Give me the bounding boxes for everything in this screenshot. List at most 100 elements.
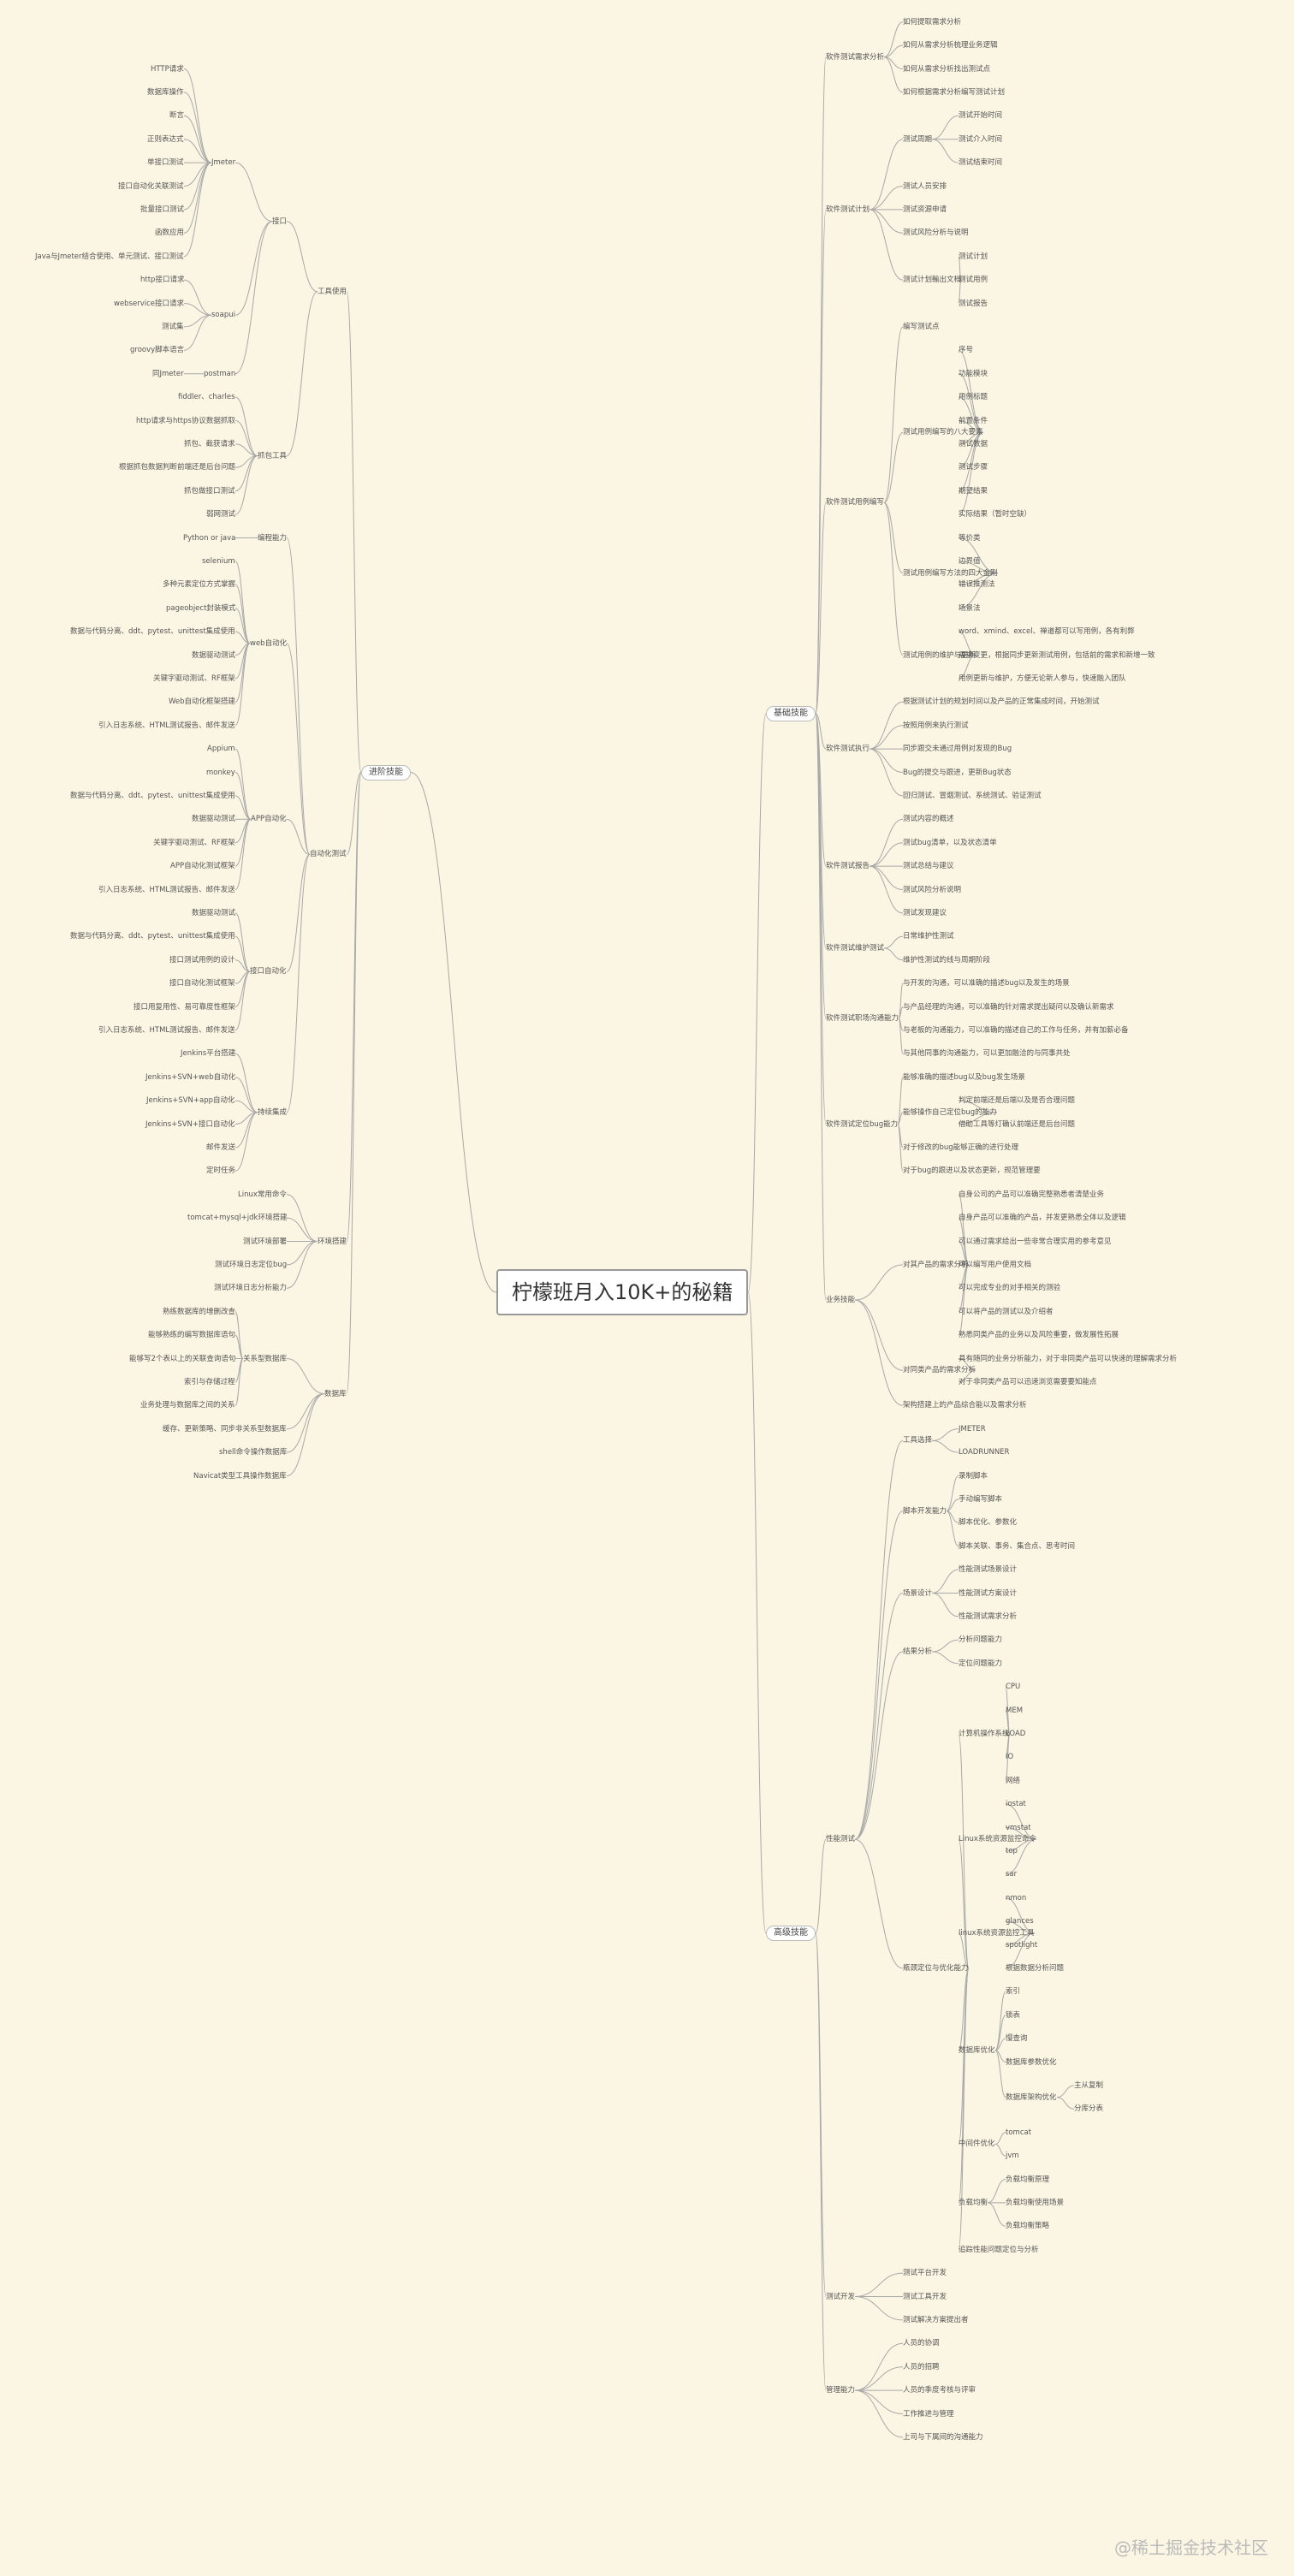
connector [286,1241,318,1289]
connector [1056,2085,1075,2098]
mindmap-node-b2-1-3-0: 数据驱动测试 [192,908,236,917]
mindmap-node-b0-2-1-6: 期望结果 [959,486,988,496]
connector [234,1112,258,1172]
connector [234,1077,258,1113]
connector [286,643,311,855]
mindmap-node-b2-0-1-5: 弱网测试 [206,510,236,519]
mindmap-node-b1-0-3-0: 分析问题能力 [959,1635,1003,1645]
mindmap-node-b2-1-4: 持续集成 [258,1107,288,1117]
mindmap-node-b1-0-4-1: Linux系统资源监控命令 [959,1835,1036,1844]
connector [883,326,904,503]
mindmap-node-b0-8-1-1: 对于非同类产品可以迅速浏览需要要知能点 [959,1377,1097,1386]
connector [958,1968,970,2145]
connector [234,1358,244,1406]
connector [854,1511,904,1840]
connector [931,139,959,163]
mindmap-node-b1-0-4-0-4: 网络 [1006,1776,1021,1785]
mindmap-node-b0-0-1: 如何从需求分析梳理业务逻辑 [903,41,998,50]
mindmap-node-b0-0-0: 如何提取需求分析 [903,17,962,27]
connector [234,818,252,867]
mindmap-node-b1-2-0: 人员的协调 [903,2339,940,2348]
connector [183,162,212,211]
mindmap-node-b1-0-4-2-0: nmon [1006,1893,1027,1902]
mindmap-node-b1-1-2: 测试解决方案提出者 [903,2315,969,2324]
mindmap-node-b2-1-1-2: pageobject封装模式 [166,603,236,613]
mindmap-node-b0-7-1-0: 判定前端还是后端以及是否合理问题 [959,1096,1076,1106]
mindmap-node-b1-0-4-3-2: 慢查询 [1006,2034,1028,2044]
connector [234,970,251,1007]
mindmap-node-b2-0-0-1: soapui [211,311,235,320]
connector [234,443,258,457]
connector [234,1053,258,1113]
mindmap-node-b0-8-0-3: 可以编写用户使用文档 [959,1260,1032,1269]
mindmap-node-b0-7-1: 能够操作自己定位bug的能力 [903,1107,997,1117]
mindmap-node-b0-1-2: 测试资源申请 [903,205,947,214]
connector [869,186,904,211]
mindmap-node-b0-8-0-1: 自身产品可以准确的产品，并发更熟悉全体以及逻辑 [959,1214,1126,1223]
mindmap-node-b1-0-4-2-1: glances [1006,1917,1034,1926]
mindmap-node-b0-7-0: 能够准确的描述bug以及bug发生场景 [903,1072,1025,1082]
connector [883,502,904,574]
connector [854,1651,904,1840]
mindmap-node-b0: 基础技能 [766,706,816,721]
mindmap-node-b2-3-0-3: 索引与存储过程 [184,1377,235,1386]
mindmap-node-b1-0-4-2-2: spotlight [1006,1940,1038,1950]
mindmap-node-b0-2-1-5: 测试步骤 [959,463,988,472]
mindmap-node-b1-0-4-3-1: 锁表 [1006,2010,1021,2020]
mindmap-node-b0-2-0: 编写测试点 [903,322,940,331]
connector [815,713,827,949]
connector [234,1112,258,1125]
connector [931,1569,959,1594]
mindmap-node-b1-0-4-3-3: 数据库参数优化 [1006,2057,1057,2067]
connector [286,1241,318,1266]
mindmap-node-b2-2-1: tomcat+mysql+jdk环境搭建 [187,1214,288,1223]
connector [854,1593,904,1840]
connector [815,56,827,715]
mindmap-node-b2: 进阶技能 [361,764,411,781]
mindmap-node-b1-0-4-3-0: 索引 [1006,1987,1021,1997]
connector [931,1651,959,1665]
mindmap-node-b1-0-4-2-3: 根据数据分析问题 [1006,1963,1065,1973]
connector [234,1100,258,1113]
connector [994,2038,1006,2051]
connector [958,1194,970,1266]
connector [234,935,251,972]
mindmap-node-b2-1-1-1: 多种元素定位方式掌握 [163,580,236,590]
mindmap-node-b2-1-4-4: 邮件发送 [206,1143,236,1152]
mindmap-node-b2-1-3-4: 接口用复用性、易可靠度性框架 [134,1002,236,1012]
mindmap-node-b1-0-4-4: 中间件优化 [959,2140,995,2149]
mindmap-node-b0-0: 软件测试需求分析 [826,52,885,62]
connector [234,1311,244,1359]
mindmap-node-b1-0-4-4-1: jvm [1006,2152,1019,2161]
connector [234,1112,258,1149]
connector [183,279,212,316]
mindmap-node-b1-0-4-5: 负载均衡 [959,2198,988,2207]
mindmap-node-b0-8-2: 架构搭建上的产品综合能以及需求分析 [903,1401,1027,1410]
mindmap-node-b0-6-0: 与开发的沟通，可以准确的描述bug以及发生的场景 [903,979,1070,988]
mindmap-node-b0-2-1-2: 用例标题 [959,393,988,402]
mindmap-node-b0-4-0: 测试内容的概述 [903,815,954,824]
mindmap-node-b2-1-2-1: monkey [206,768,235,777]
connector [883,431,904,503]
connector [815,713,827,750]
connector [994,2050,1006,2098]
mindmap-node-b0-2-3-2: 用例更新与维护，方便无论新人参与，快速融入团队 [959,674,1126,683]
mindmap-node-b0-3-2: 同步跟交未通过用例对发现的Bug [903,745,1012,754]
connector [286,1393,325,1430]
mindmap-node-b0-2-1-0: 序号 [959,346,974,355]
mindmap-node-b0-6-1: 与产品经理的沟通，可以准确的针对需求提出疑问以及确认新需求 [903,1002,1114,1012]
connector [869,865,904,914]
connector [286,1358,325,1395]
mindmap-node-b0-2-3-0: word、xmind、excel、禅道都可以写用例，各有利弊 [959,627,1135,637]
connector [234,970,251,1031]
connector [883,935,904,949]
connector [815,713,827,867]
connector [854,2389,904,2414]
connector [234,818,252,890]
mindmap-node-b1-0-1-0: 录制脚本 [959,1471,988,1481]
connector [183,115,212,163]
connector [346,772,362,855]
mindmap-node-b2-0-1-3: 根据抓包数据判断前端还是后台问题 [119,463,236,472]
mindmap-node-b1-0-4-3-4-0: 主从复制 [1074,2080,1104,2090]
connector [234,584,251,644]
